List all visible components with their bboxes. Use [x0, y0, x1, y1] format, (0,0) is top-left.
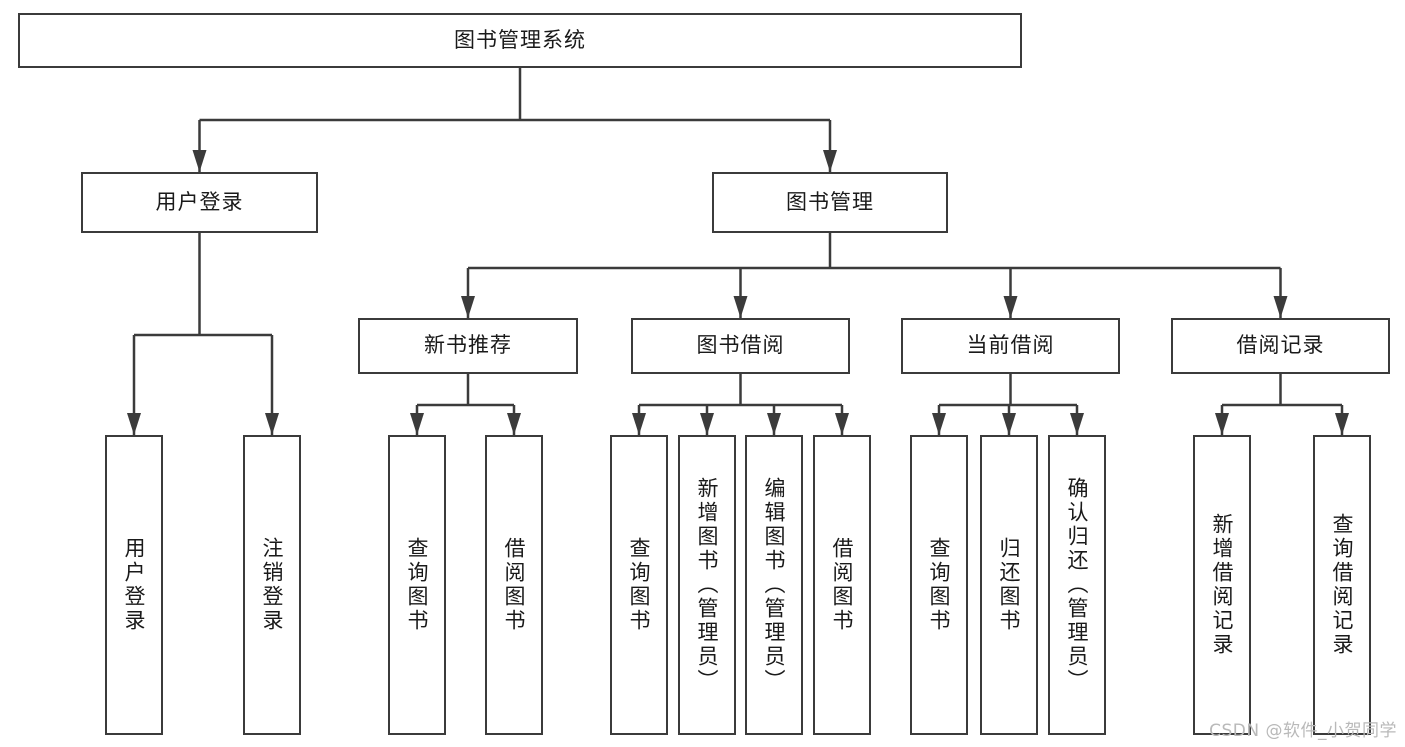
node-label: 图书管理系统: [454, 27, 586, 52]
node-leaf-logout: 注销登录: [243, 435, 301, 735]
node-leaf-borrow-book-2: 借阅图书: [813, 435, 871, 735]
node-label: 借阅图书: [502, 537, 527, 633]
node-leaf-query-record: 查询借阅记录: [1313, 435, 1371, 735]
node-label: 确认归还（管理员）: [1065, 477, 1090, 693]
node-leaf-query-book-2: 查询图书: [610, 435, 668, 735]
node-leaf-add-book: 新增图书（管理员）: [678, 435, 736, 735]
node-label: 图书借阅: [696, 333, 785, 358]
node-label: 归还图书: [997, 537, 1022, 633]
node-label: 当前借阅: [966, 333, 1055, 358]
node-label: 借阅图书: [830, 537, 855, 633]
node-leaf-query-book-1: 查询图书: [388, 435, 446, 735]
node-label: 新书推荐: [424, 333, 512, 358]
node-borrow-record: 借阅记录: [1171, 318, 1390, 374]
node-label: 借阅记录: [1236, 333, 1325, 358]
node-label: 注销登录: [260, 537, 285, 633]
node-leaf-borrow-book-1: 借阅图书: [485, 435, 543, 735]
watermark: CSDN @软件_小贺同学: [1209, 721, 1397, 741]
node-current-borrow: 当前借阅: [901, 318, 1120, 374]
node-leaf-return-book: 归还图书: [980, 435, 1038, 735]
node-label: 查询图书: [927, 537, 952, 633]
node-root: 图书管理系统: [18, 13, 1022, 68]
node-new-book-recommend: 新书推荐: [358, 318, 578, 374]
node-label: 新增图书（管理员）: [695, 477, 720, 693]
node-leaf-edit-book: 编辑图书（管理员）: [745, 435, 803, 735]
node-label: 用户登录: [155, 189, 244, 214]
node-label: 查询图书: [627, 537, 652, 633]
node-label: 用户登录: [122, 537, 147, 633]
node-leaf-confirm-return: 确认归还（管理员）: [1048, 435, 1106, 735]
node-leaf-add-record: 新增借阅记录: [1193, 435, 1251, 735]
node-user-login: 用户登录: [81, 172, 318, 233]
node-leaf-user-login: 用户登录: [105, 435, 163, 735]
node-label: 查询图书: [405, 537, 430, 633]
node-label: 编辑图书（管理员）: [762, 477, 787, 693]
node-label: 查询借阅记录: [1330, 513, 1355, 657]
node-label: 新增借阅记录: [1210, 513, 1235, 657]
node-book-manage: 图书管理: [712, 172, 948, 233]
node-book-borrow: 图书借阅: [631, 318, 850, 374]
node-leaf-query-book-3: 查询图书: [910, 435, 968, 735]
node-label: 图书管理: [786, 189, 874, 214]
